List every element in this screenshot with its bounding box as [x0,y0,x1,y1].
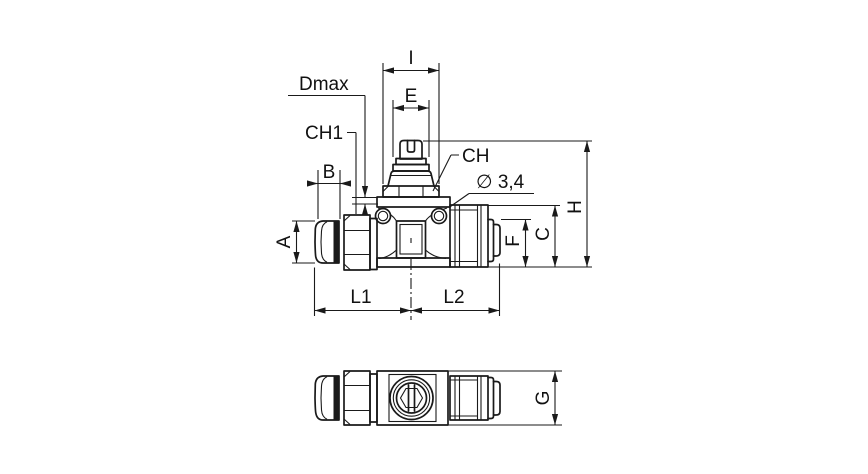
adjustment-boss [389,375,434,421]
dim-label-c: C [533,227,554,241]
dim-label-dmax: Dmax [299,74,349,95]
release-collet [487,218,495,263]
threaded-end [314,214,378,271]
end-cap-bottom [314,375,340,421]
dim-label-l1: L1 [350,287,371,308]
dim-label-l2: L2 [443,287,464,308]
dimension-l1-l2: L1 L2 [313,263,501,316]
dimension-g: G [448,370,562,426]
dimension-ch1: CH1 [305,123,357,214]
body-bottom [376,370,449,426]
dim-label-diameter: ∅ 3,4 [476,172,525,193]
dim-label-h: H [565,200,586,214]
dim-label-f: F [503,235,524,247]
dimension-a: A [274,220,315,264]
end-cap [314,220,340,264]
dimension-c: C [488,204,560,267]
screw-slot-bottom [407,384,416,412]
screw-slot [406,139,416,153]
dim-label-i: I [408,48,413,69]
hex-nut-bottom [343,370,371,426]
dimension-diameter: ∅ 3,4 [448,172,534,208]
dim-label-ch1: CH1 [305,123,343,144]
hex-nut [343,214,371,271]
dim-label-e: E [405,86,418,107]
washer [369,217,378,271]
dimension-b: B [307,162,351,219]
valve-body [376,196,451,268]
dim-label-b: B [323,162,336,183]
adjustment-screw [382,139,440,198]
dimension-h: H [423,140,592,268]
dimension-i: I [382,48,440,184]
valve-hex-nut [382,185,440,198]
dim-label-a: A [274,235,295,248]
dim-label-g: G [533,391,554,406]
dim-label-ch: CH [462,146,489,167]
dimension-ch: CH [432,146,489,192]
side-view [314,139,501,320]
bottom-view [314,370,501,426]
dimension-f: F [501,218,531,267]
mounting-screws [374,207,448,225]
dimension-e: E [392,86,430,157]
push-in-cartridge [449,204,501,268]
